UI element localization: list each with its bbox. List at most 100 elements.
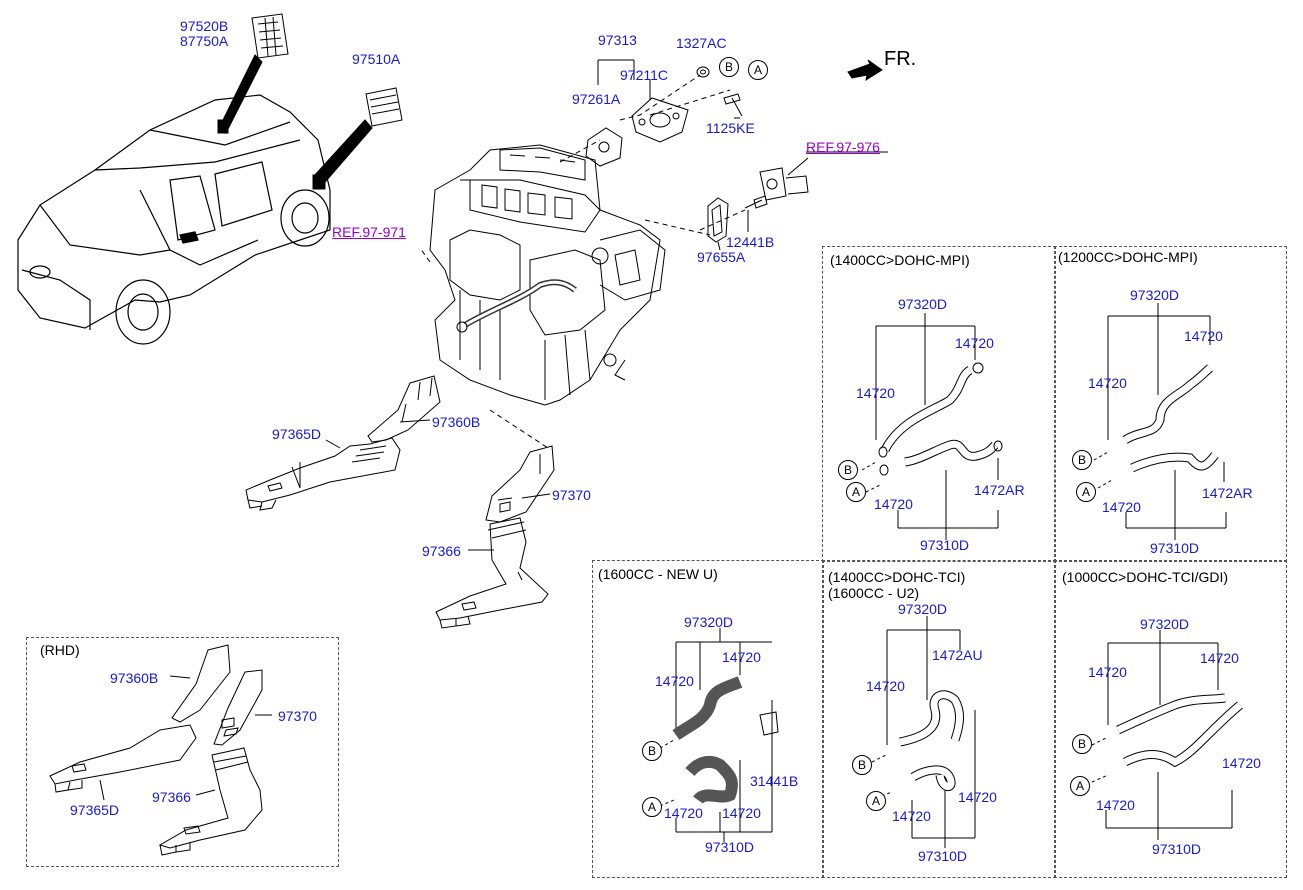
assembly-lines bbox=[419, 74, 746, 449]
panel1-label-1472AR[interactable]: 1472AR bbox=[974, 482, 1025, 498]
panel1-label-14720-b[interactable]: 14720 bbox=[856, 385, 895, 401]
panel4-label-97320D[interactable]: 97320D bbox=[898, 601, 948, 617]
panel2-title: (1200CC>DOHC-MPI) bbox=[1058, 249, 1198, 265]
panel3-label-14720-a[interactable]: 14720 bbox=[722, 649, 761, 665]
ref-97-971-link[interactable]: REF.97-971 bbox=[332, 224, 406, 240]
panel5-label-14720-c[interactable]: 14720 bbox=[1222, 755, 1261, 771]
part-label-97313[interactable]: 97313 bbox=[598, 32, 637, 48]
panel3-label-14720-c[interactable]: 14720 bbox=[664, 805, 703, 821]
panel4-label-14720-b[interactable]: 14720 bbox=[892, 808, 931, 824]
part-label-1125KE[interactable]: 1125KE bbox=[706, 120, 755, 136]
part-label-97370[interactable]: 97370 bbox=[552, 487, 591, 503]
panel-1400cc-tci bbox=[822, 560, 1056, 878]
panel3-label-97310D[interactable]: 97310D bbox=[705, 839, 755, 855]
leader-97365D bbox=[325, 439, 341, 449]
part-1327AC bbox=[696, 66, 710, 78]
rhd-part-label-97365D[interactable]: 97365D bbox=[70, 802, 120, 818]
duct-97365D bbox=[245, 437, 401, 511]
panel1-circle-a: A bbox=[846, 482, 866, 502]
vent-97520B bbox=[251, 13, 289, 59]
connector-ref-97-976 bbox=[759, 157, 809, 201]
panel4-drawing bbox=[871, 616, 976, 848]
part-label-97211C[interactable]: 97211C bbox=[620, 67, 669, 83]
panel5-label-14720-d[interactable]: 14720 bbox=[1096, 797, 1135, 813]
part-label-97261A[interactable]: 97261A bbox=[572, 91, 621, 107]
panel2-label-14720-a[interactable]: 14720 bbox=[1184, 328, 1223, 344]
panel2-label-97310D[interactable]: 97310D bbox=[1150, 540, 1200, 556]
panel5-label-97310D[interactable]: 97310D bbox=[1152, 841, 1202, 857]
panel1-label-97310D[interactable]: 97310D bbox=[920, 537, 970, 553]
panel5-label-14720-a[interactable]: 14720 bbox=[1200, 650, 1239, 666]
panel4-subtitle: (1600CC - U2) bbox=[828, 585, 920, 601]
rhd-leader-97366 bbox=[195, 789, 216, 796]
part-12441B bbox=[744, 195, 768, 232]
part-label-12441B[interactable]: 12441B bbox=[726, 234, 775, 250]
panel2-circle-b: B bbox=[1072, 450, 1092, 470]
rhd-part-label-97366[interactable]: 97366 bbox=[152, 789, 191, 805]
panel3-circle-a: A bbox=[642, 797, 662, 817]
panel-1000cc-tci-gdi bbox=[1054, 560, 1287, 878]
panel3-title: (1600CC - NEW U) bbox=[598, 566, 718, 582]
panel1-label-97320D[interactable]: 97320D bbox=[898, 296, 948, 312]
vent-97510A bbox=[365, 87, 403, 127]
panel-1200cc-mpi bbox=[1054, 246, 1287, 562]
part-label-97365D[interactable]: 97365D bbox=[272, 426, 322, 442]
panel1-label-14720-c[interactable]: 14720 bbox=[874, 496, 913, 512]
panel4-label-1472AU[interactable]: 1472AU bbox=[932, 647, 983, 663]
panel2-drawing bbox=[1093, 303, 1227, 540]
rhd-part-label-97370[interactable]: 97370 bbox=[278, 708, 317, 724]
panel-rhd bbox=[26, 637, 339, 867]
panel4-circle-a: A bbox=[866, 791, 886, 811]
circle-marker-b: B bbox=[719, 57, 739, 77]
part-label-1327AC[interactable]: 1327AC bbox=[676, 35, 727, 51]
leader-97313 bbox=[597, 59, 635, 85]
panel3-label-31441B[interactable]: 31441B bbox=[750, 773, 799, 789]
panel3-label-97320D[interactable]: 97320D bbox=[684, 614, 734, 630]
rhd-leader-97360B bbox=[169, 675, 191, 679]
part-label-97520B[interactable]: 97520B bbox=[180, 18, 229, 34]
part-label-97360B[interactable]: 97360B bbox=[432, 414, 481, 430]
panel2-circle-a: A bbox=[1076, 482, 1096, 502]
panel4-label-14720-c[interactable]: 14720 bbox=[958, 789, 997, 805]
panel-1400cc-mpi bbox=[822, 246, 1056, 562]
part-1125KE bbox=[723, 93, 743, 117]
rhd-leader-97365D bbox=[99, 779, 105, 801]
panel4-title: (1400CC>DOHC-TCI) bbox=[828, 569, 966, 585]
panel4-label-14720-a[interactable]: 14720 bbox=[866, 678, 905, 694]
panel2-label-14720-b[interactable]: 14720 bbox=[1088, 375, 1127, 391]
panel1-label-14720-a[interactable]: 14720 bbox=[955, 335, 994, 351]
car-illustration bbox=[17, 94, 331, 345]
leader-97370 bbox=[521, 493, 551, 499]
panel4-circle-b: B bbox=[852, 755, 872, 775]
panel4-label-97310D[interactable]: 97310D bbox=[918, 848, 968, 864]
panel3-label-14720-d[interactable]: 14720 bbox=[722, 805, 761, 821]
part-97211C bbox=[631, 97, 689, 143]
panel3-circle-b: B bbox=[642, 741, 662, 761]
panel-1600cc-new-u bbox=[592, 560, 824, 878]
part-label-97366[interactable]: 97366 bbox=[422, 543, 461, 559]
panel5-label-14720-b[interactable]: 14720 bbox=[1088, 664, 1127, 680]
panel5-label-97320D[interactable]: 97320D bbox=[1140, 616, 1190, 632]
rhd-part-label-97360B[interactable]: 97360B bbox=[110, 670, 159, 686]
hvac-unit bbox=[429, 144, 666, 406]
part-label-97510A[interactable]: 97510A bbox=[352, 51, 401, 67]
leader-97360B bbox=[399, 419, 431, 423]
ref-97-976-link[interactable]: REF.97-976 bbox=[806, 139, 880, 155]
panel3-label-14720-b[interactable]: 14720 bbox=[655, 673, 694, 689]
part-97655A bbox=[707, 197, 729, 251]
panel2-label-1472AR[interactable]: 1472AR bbox=[1202, 485, 1253, 501]
panel5-title: (1000CC>DOHC-TCI/GDI) bbox=[1062, 569, 1229, 585]
duct-97366 bbox=[435, 517, 549, 629]
front-arrow-icon bbox=[847, 59, 883, 82]
rhd-title: (RHD) bbox=[40, 642, 80, 658]
circle-marker-a: A bbox=[748, 60, 768, 80]
part-label-87750A[interactable]: 87750A bbox=[180, 33, 229, 49]
panel5-circle-b: B bbox=[1072, 734, 1092, 754]
panel3-drawing bbox=[659, 628, 779, 842]
panel2-label-97320D[interactable]: 97320D bbox=[1130, 287, 1180, 303]
duct-97360B bbox=[367, 375, 441, 443]
panel2-label-14720-c[interactable]: 14720 bbox=[1102, 499, 1141, 515]
part-label-97655A[interactable]: 97655A bbox=[697, 249, 746, 265]
